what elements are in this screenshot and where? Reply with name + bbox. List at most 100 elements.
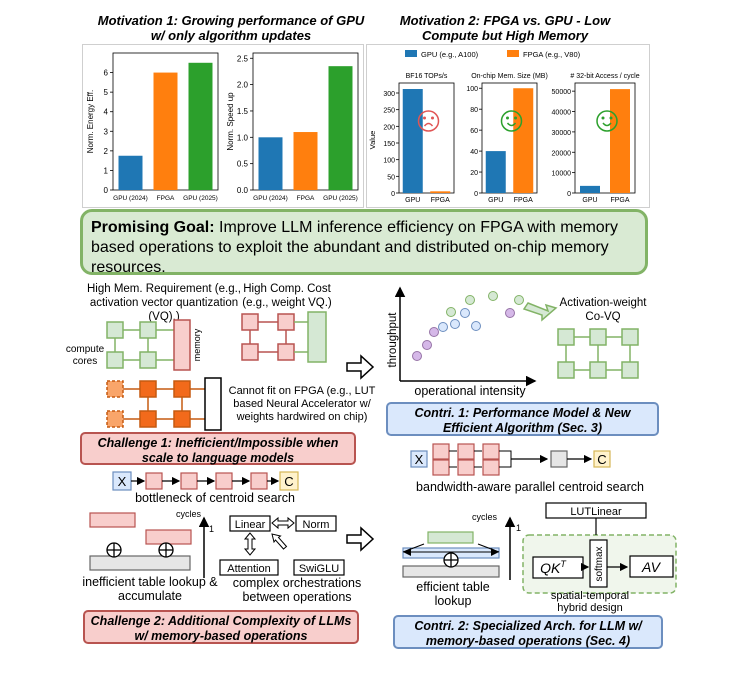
operational-intensity-label: operational intensity bbox=[414, 384, 526, 398]
av-box bbox=[629, 555, 674, 578]
linear-op-box bbox=[229, 515, 271, 532]
softmax-box bbox=[589, 539, 608, 588]
promising-goal-box: Promising Goal: Improve LLM inference ef… bbox=[80, 209, 648, 276]
transition-arrow-top bbox=[346, 354, 375, 380]
m1-y-tick-label: 2.5 bbox=[237, 54, 249, 63]
qk-text: QK bbox=[540, 560, 561, 576]
lookup-table-2 bbox=[145, 529, 192, 545]
m1-bar bbox=[188, 62, 213, 190]
covq-grid bbox=[557, 328, 639, 379]
m1-y-tick-label: 1.5 bbox=[237, 107, 249, 116]
m1-y-axis-label: Norm. Speed up bbox=[226, 92, 235, 151]
efficient-lookup-table bbox=[427, 531, 474, 544]
m1-y-axis-label: Norm. Energy Eff. bbox=[86, 90, 95, 153]
m2-legend-swatch-gpu bbox=[405, 50, 417, 57]
m1-x-tick-label: FPGA bbox=[297, 195, 315, 202]
m1-x-tick-label: GPU (2024) bbox=[113, 195, 148, 202]
bandwidth-label: bandwidth-aware parallel centroid search bbox=[416, 480, 644, 494]
challenge1-callout: Challenge 1: Inefficient/Impossible when… bbox=[80, 432, 356, 465]
compute-core-grid bbox=[106, 321, 175, 369]
m1-bar bbox=[118, 155, 143, 190]
m2-axes-frame bbox=[481, 82, 538, 194]
m2-y-tick-label: 20 bbox=[470, 170, 478, 177]
swiglu-op-label: SwiGLU bbox=[299, 563, 339, 575]
m1-y-tick-label: 1.0 bbox=[237, 133, 249, 142]
happy-face-mouth bbox=[602, 122, 612, 127]
happy-face-eye bbox=[609, 116, 613, 120]
plus-icon bbox=[106, 542, 174, 558]
m2-y-tick-label: 60 bbox=[470, 128, 478, 135]
m2-axes-frame bbox=[574, 82, 636, 194]
motivation2-title: Motivation 2: FPGA vs. GPU - Low Compute… bbox=[399, 13, 611, 43]
merge-block bbox=[550, 450, 568, 468]
m2-y-axis-label: Value bbox=[368, 131, 377, 150]
norm-op-box bbox=[295, 515, 337, 532]
m2-y-tick-label: 50 bbox=[387, 174, 395, 181]
hardwired-memory-block bbox=[204, 377, 222, 431]
input-x-label: X bbox=[118, 474, 127, 489]
happy-face-eye bbox=[506, 116, 509, 120]
m1-y-tick-label: 5 bbox=[104, 88, 109, 97]
output-c-label-right: C bbox=[597, 452, 606, 467]
m1-x-tick-label: GPU (2025) bbox=[323, 195, 358, 202]
accumulator-bar bbox=[89, 555, 191, 571]
lut-accelerator-grid bbox=[106, 380, 205, 428]
covq-arrow bbox=[522, 302, 558, 322]
sad-face-eye bbox=[423, 116, 426, 120]
m1-y-tick-label: 0 bbox=[104, 186, 109, 195]
high-mem-requirement-label: High Mem. Requirement (e.g., activation … bbox=[86, 283, 242, 323]
plus-icon-right bbox=[443, 552, 459, 568]
memory-label: memory bbox=[192, 328, 202, 361]
contri1-callout: Contri. 1: Performance Model & New Effic… bbox=[386, 402, 659, 436]
comp-cost-grid bbox=[241, 313, 295, 361]
happy-face-outline bbox=[500, 110, 523, 132]
sad-face-icon bbox=[417, 110, 440, 132]
m2-x-tick-label: FPGA bbox=[431, 197, 450, 204]
roofline-points bbox=[412, 291, 524, 361]
m2-y-tick-label: 80 bbox=[470, 107, 478, 114]
m1-bar bbox=[328, 66, 353, 190]
memory-block bbox=[173, 319, 191, 371]
m1-bar bbox=[293, 132, 318, 190]
m1-y-tick-label: 3 bbox=[104, 127, 109, 136]
m1-y-tick-label: 0.5 bbox=[237, 160, 249, 169]
m2-panel-title: # 32-bit Access / cycle bbox=[570, 73, 639, 80]
input-x-box-right bbox=[410, 450, 428, 468]
m1-y-tick-label: 4 bbox=[104, 108, 109, 117]
swiglu-op-box bbox=[293, 559, 345, 576]
happy-face-icon bbox=[596, 110, 618, 132]
norm-op-label: Norm bbox=[303, 519, 330, 531]
happy-face-mouth bbox=[506, 122, 517, 127]
transition-arrow-bottom bbox=[346, 526, 375, 552]
input-x-label-right: X bbox=[415, 452, 424, 467]
m2-y-tick-label: 300 bbox=[383, 91, 395, 98]
goal-label: Promising Goal: bbox=[91, 219, 215, 236]
m2-bar bbox=[485, 151, 506, 193]
efficient-accumulator-bar bbox=[402, 565, 500, 578]
spatial-temporal-label: spatial-temporal hybrid design bbox=[550, 590, 630, 614]
m2-y-tick-label: 100 bbox=[466, 86, 478, 93]
goal-text: Improve LLM inference efficiency on FPGA… bbox=[91, 219, 618, 276]
cycles-label-right: cycles bbox=[472, 512, 498, 522]
m2-y-tick-label: 40 bbox=[470, 149, 478, 156]
attention-op-box bbox=[219, 559, 279, 576]
centroid-search-chain bbox=[145, 472, 268, 490]
m2-y-tick-label: 200 bbox=[383, 124, 395, 131]
m1-x-tick-label: GPU (2025) bbox=[183, 195, 218, 202]
qk-label: QKT bbox=[540, 559, 567, 576]
m1-y-tick-label: 2.0 bbox=[237, 81, 249, 90]
m2-y-tick-label: 30000 bbox=[552, 130, 572, 137]
m2-panel-title: On-chip Mem. Size (MB) bbox=[471, 73, 548, 80]
output-c-label: C bbox=[284, 474, 293, 489]
lutlinear-label: LUTLinear bbox=[570, 506, 622, 518]
covq-label: Activation-weight Co-VQ bbox=[559, 297, 647, 323]
m2-legend-label-gpu: GPU (e.g., A100) bbox=[421, 50, 479, 59]
inefficient-lookup-label: inefficient table lookup & accumulate bbox=[82, 575, 218, 603]
one-label-left: 1 bbox=[209, 524, 214, 534]
m2-y-tick-label: 20000 bbox=[552, 150, 572, 157]
cycles-label-left: cycles bbox=[176, 509, 202, 519]
m1-y-tick-label: 2 bbox=[104, 147, 109, 156]
complex-orchestration-label: complex orchestrations between operation… bbox=[232, 576, 362, 604]
